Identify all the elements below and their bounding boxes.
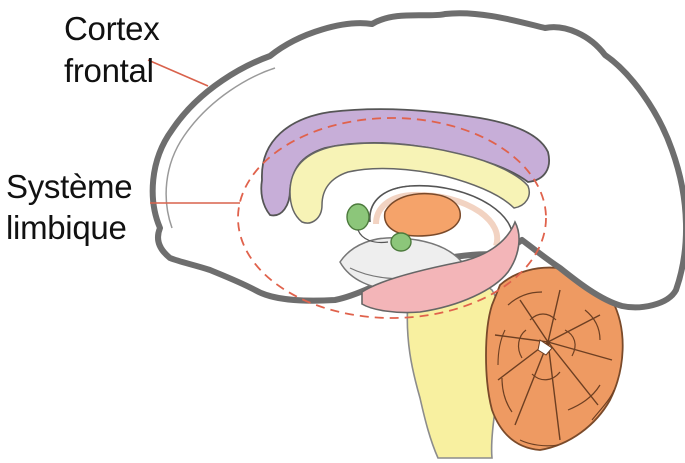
- cortex-frontal-label-line1: Cortex: [64, 10, 159, 48]
- systeme-limbique-label-line2: limbique: [6, 209, 127, 247]
- thalamus: [385, 194, 461, 236]
- cortex-pointer-line: [148, 60, 208, 86]
- amygdala-upper: [347, 204, 369, 230]
- cortex-frontal-label-line2: frontal: [64, 52, 154, 90]
- systeme-limbique-label-line1: Système: [6, 168, 132, 206]
- amygdala-lower: [391, 233, 411, 251]
